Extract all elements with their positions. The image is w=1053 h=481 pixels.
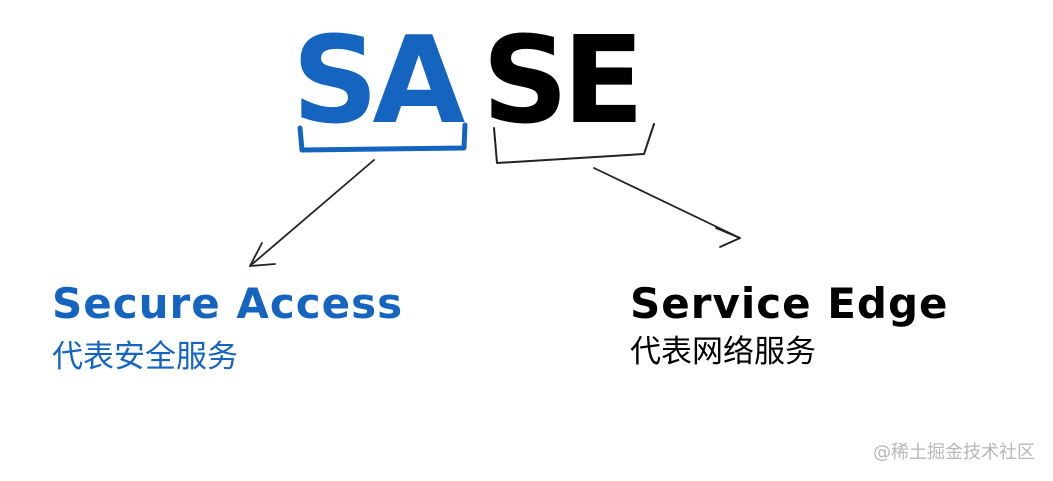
right-arrow-line xyxy=(593,167,741,239)
right-arrow-head xyxy=(715,227,741,248)
left-arrow-head xyxy=(249,242,276,267)
watermark: @稀土掘金技术社区 xyxy=(873,442,1035,463)
left-arrow-line xyxy=(249,159,375,267)
service-edge-chinese-label: 代表网络服务 xyxy=(630,334,816,370)
acronym-sa: SA xyxy=(292,12,465,151)
acronym-se: SE xyxy=(482,12,644,151)
secure-access-label: Secure Access xyxy=(52,279,404,328)
service-edge-label: Service Edge xyxy=(630,279,949,328)
secure-access-chinese-label: 代表安全服务 xyxy=(52,339,238,375)
